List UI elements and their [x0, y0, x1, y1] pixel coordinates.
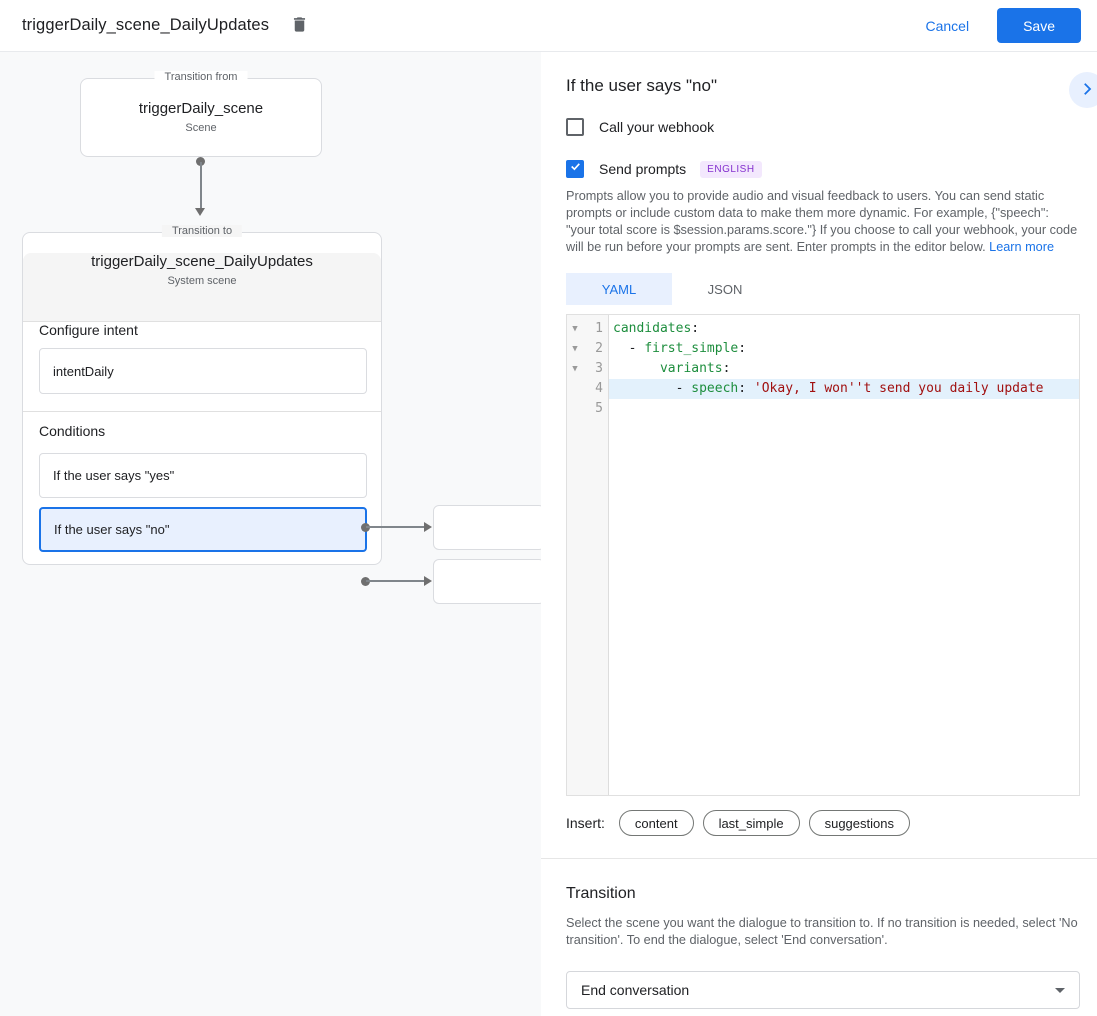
code-token: 'Okay, I won''t send you daily update — [753, 381, 1044, 396]
prompts-description-text: Prompts allow you to provide audio and v… — [566, 189, 1078, 254]
app-header: triggerDaily_scene_DailyUpdates Cancel S… — [0, 0, 1097, 52]
connector-line — [366, 526, 424, 528]
transition-to-scene-card: Transition to triggerDaily_scene_DailyUp… — [22, 225, 382, 565]
arrow-right-icon — [424, 576, 432, 586]
insert-row: Insert: content last_simple suggestions — [566, 810, 1080, 836]
code-token: speech — [691, 381, 739, 396]
transition-description: Select the scene you want the dialogue t… — [566, 916, 1078, 947]
code-token: variants — [659, 361, 723, 376]
editor-gutter: ▼ 1 ▼ 2 ▼ 3 4 — [567, 315, 609, 795]
code-area[interactable]: candidates: - first_simple: variants: - … — [609, 315, 1079, 795]
delete-scene-button[interactable] — [285, 12, 313, 40]
yaml-code-editor[interactable]: ▼ 1 ▼ 2 ▼ 3 4 — [566, 314, 1080, 796]
connector-dot — [361, 577, 370, 586]
line-number: 5 — [595, 401, 603, 416]
insert-label: Insert: — [566, 815, 605, 831]
conditions-label: Conditions — [39, 423, 106, 439]
prompts-description: Prompts allow you to provide audio and v… — [566, 188, 1080, 256]
code-line[interactable]: - first_simple: — [609, 339, 1079, 359]
connector-dot — [196, 157, 205, 166]
code-line[interactable] — [609, 399, 1079, 419]
webhook-row: Call your webhook — [566, 118, 1080, 136]
connector-line — [366, 580, 424, 582]
send-prompts-checkbox[interactable] — [566, 160, 584, 178]
card-divider — [23, 411, 381, 412]
dropdown-caret-icon — [1055, 987, 1065, 993]
intent-input[interactable]: intentDaily — [39, 348, 367, 394]
code-token: first_simple — [644, 341, 739, 356]
to-scene-type: System scene — [167, 275, 237, 287]
insert-chip-content[interactable]: content — [618, 810, 694, 836]
transition-from-legend: Transition from — [154, 71, 248, 83]
trash-icon — [290, 15, 309, 37]
call-webhook-label: Call your webhook — [599, 119, 715, 135]
page-title: triggerDaily_scene_DailyUpdates — [22, 16, 270, 34]
to-scene-header[interactable]: triggerDaily_scene_DailyUpdates System s… — [23, 253, 381, 322]
gutter-row: 4 — [567, 379, 608, 399]
transition-select[interactable]: End conversation — [566, 971, 1080, 1009]
gutter-row: ▼ 3 — [567, 359, 608, 379]
line-number: 3 — [595, 361, 603, 376]
arrow-down-icon — [195, 208, 205, 216]
code-token: candidates — [613, 321, 692, 336]
transition-section: Transition Select the scene you want the… — [541, 859, 1097, 1009]
condition-target-box[interactable] — [433, 505, 541, 550]
tab-json[interactable]: JSON — [707, 281, 743, 297]
send-prompts-row: Send prompts ENGLISH — [566, 160, 1080, 178]
code-token: - — [613, 341, 645, 356]
cancel-button[interactable]: Cancel — [925, 17, 970, 34]
from-scene-name: triggerDaily_scene — [138, 100, 264, 117]
from-scene-type: Scene — [185, 122, 217, 134]
gutter-row: 5 — [567, 399, 608, 419]
condition-editor-panel: If the user says "no" Call your webhook … — [541, 52, 1097, 1016]
condition-panel-title: If the user says "no" — [566, 76, 717, 95]
check-icon — [569, 160, 582, 178]
code-token: - — [613, 381, 692, 396]
code-line[interactable]: variants: — [609, 359, 1079, 379]
line-number: 1 — [595, 321, 603, 336]
condition-item-no[interactable]: If the user says "no" — [39, 507, 367, 552]
insert-chip-last-simple[interactable]: last_simple — [702, 810, 800, 836]
fold-arrow-icon[interactable]: ▼ — [572, 364, 578, 374]
line-number: 4 — [595, 381, 603, 396]
code-line-active[interactable]: - speech: 'Okay, I won''t send you daily… — [609, 379, 1079, 399]
code-token — [613, 361, 660, 376]
fold-arrow-icon[interactable]: ▼ — [572, 324, 578, 334]
code-token: : — [738, 341, 747, 356]
learn-more-link[interactable]: Learn more — [989, 240, 1055, 254]
collapse-panel-button[interactable] — [1069, 72, 1097, 108]
line-number: 2 — [595, 341, 603, 356]
transition-from-scene-card[interactable]: Transition from triggerDaily_scene Scene — [80, 71, 322, 157]
connector-dot — [361, 523, 370, 532]
language-badge: ENGLISH — [700, 160, 762, 178]
connector-line — [200, 162, 202, 208]
insert-chip-suggestions[interactable]: suggestions — [808, 810, 910, 836]
configure-intent-label: Configure intent — [39, 322, 138, 338]
code-token: : — [691, 321, 700, 336]
condition-item-yes[interactable]: If the user says "yes" — [39, 453, 367, 498]
condition-target-box[interactable] — [433, 559, 541, 604]
fold-arrow-icon[interactable]: ▼ — [572, 344, 578, 354]
gutter-row: ▼ 1 — [567, 319, 608, 339]
arrow-right-icon — [424, 522, 432, 532]
prompts-section: If the user says "no" Call your webhook … — [541, 52, 1097, 859]
send-prompts-label: Send prompts — [599, 161, 687, 177]
code-token: : — [722, 361, 731, 376]
save-button[interactable]: Save — [997, 8, 1081, 43]
code-token: : — [738, 381, 754, 396]
chevron-right-icon — [1078, 80, 1096, 101]
main-area: Transition from triggerDaily_scene Scene… — [0, 52, 1097, 1016]
call-webhook-checkbox[interactable] — [566, 118, 584, 136]
gutter-row: ▼ 2 — [567, 339, 608, 359]
code-line[interactable]: candidates: — [609, 319, 1079, 339]
scene-flow-canvas: Transition from triggerDaily_scene Scene… — [0, 52, 541, 1016]
transition-to-legend: Transition to — [161, 225, 243, 237]
tab-yaml[interactable]: YAML — [566, 273, 672, 305]
transition-selected-value: End conversation — [581, 982, 690, 998]
transition-title: Transition — [566, 885, 636, 902]
to-scene-name: triggerDaily_scene_DailyUpdates — [91, 253, 313, 270]
editor-format-tabs: YAML JSON — [566, 273, 1080, 305]
